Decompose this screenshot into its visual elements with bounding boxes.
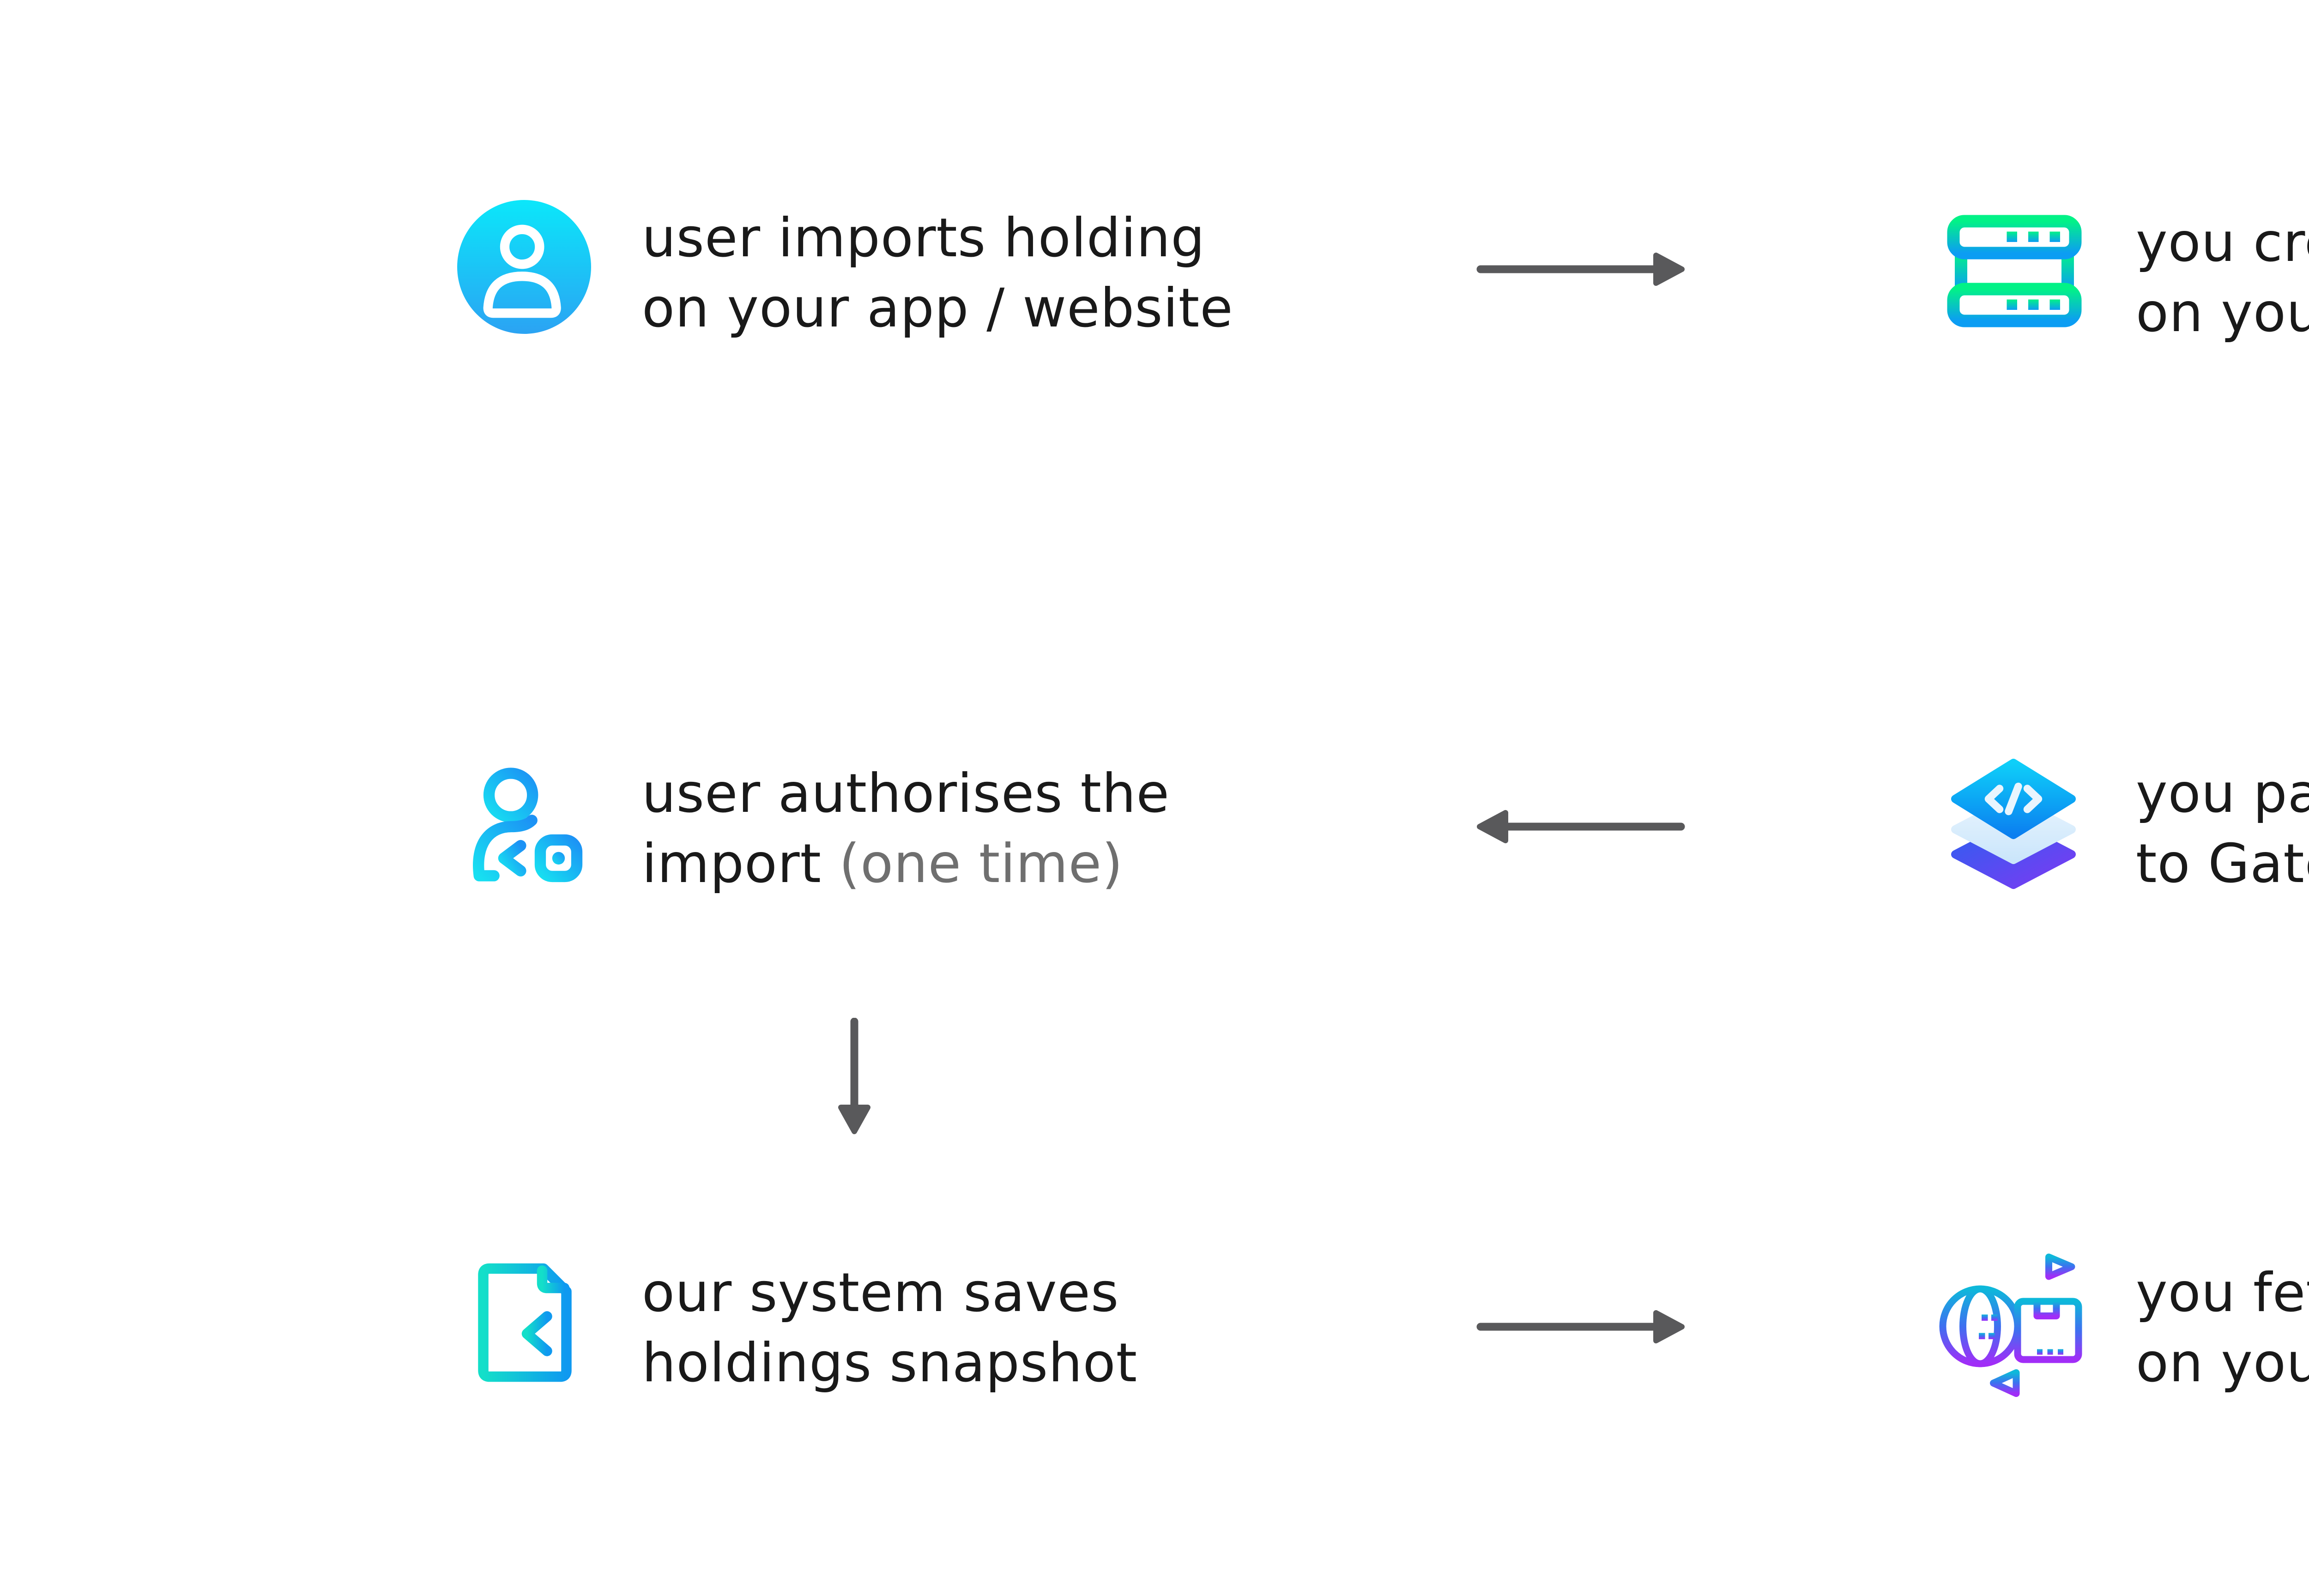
step-import-holding: user imports holding on your app / websi… [457, 200, 1381, 343]
step-label-line: you fetch holdings [2136, 1262, 2309, 1324]
step-authorise-import: user authorises the import (one time) [454, 756, 1378, 900]
document-import-icon [469, 1253, 588, 1392]
user-avatar-icon [457, 200, 591, 334]
step-label-line: user authorises the [642, 762, 1170, 825]
arrow-right-icon [1475, 1299, 1687, 1354]
step-label-line: holdings snapshot [642, 1332, 1138, 1394]
arrow-left-icon [1474, 799, 1686, 854]
step-fetch-holdings: you fetch holdings on your server [1937, 1251, 2309, 1399]
step-label-line: you create transaction [2136, 212, 2309, 274]
code-layers-icon [1944, 757, 2083, 896]
step-save-snapshot: our system saves holdings snapshot [469, 1253, 1392, 1396]
step-label-line: our system saves [642, 1262, 1119, 1324]
step-label-line: you pass transactionId [2136, 762, 2309, 825]
arrow-down-icon [827, 1018, 882, 1136]
user-key-icon [454, 756, 594, 897]
step-label-line: to Gateway SDK [2136, 833, 2309, 895]
server-icon [1945, 203, 2084, 342]
step-label-line: user imports holding [642, 207, 1205, 269]
arrow-right-icon [1475, 242, 1687, 297]
step-label-line: on your app / website [642, 277, 1233, 339]
step-pass-transaction-id: you pass transactionId to Gateway SDK [1944, 757, 2309, 901]
step-label-line: import (one time) [642, 833, 1124, 895]
one-time-note: (one time) [839, 833, 1124, 895]
step-label-line: on your server [2136, 1332, 2309, 1394]
step-create-transaction: you create transaction on your server [1945, 203, 2309, 346]
globe-transfer-icon [1937, 1251, 2083, 1397]
step-label-line: on your server [2136, 282, 2309, 344]
